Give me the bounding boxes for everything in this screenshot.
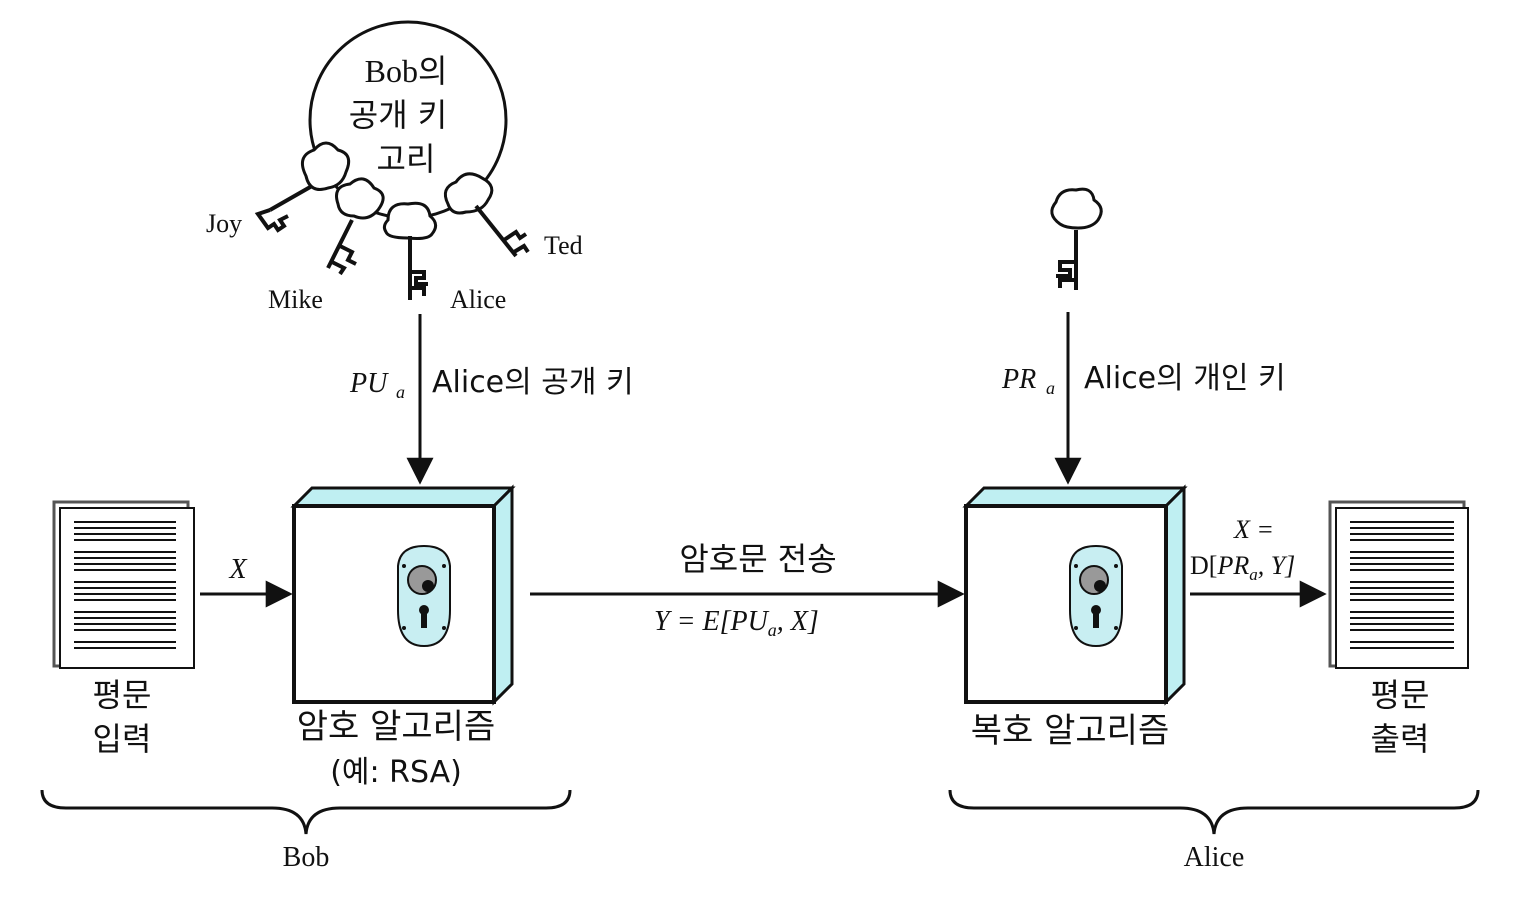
decrypt-label: 복호 알고리즘 — [971, 711, 1170, 751]
ring-key-ted-label: Ted — [544, 231, 583, 260]
svg-text:D[PRa, Y]: D[PRa, Y] — [1190, 551, 1295, 584]
alice-brace — [948, 789, 1480, 835]
private-key-icon — [1050, 187, 1103, 290]
ring-key-mike-label: Mike — [268, 285, 323, 314]
output-eq-prefix: D[ — [1190, 551, 1217, 580]
private-key-symbol: PR — [1001, 364, 1036, 395]
plaintext-output-line-2: 출력 — [1371, 720, 1430, 758]
mike-key-icon — [326, 177, 385, 276]
transmit-eq-prefix: Y = E[ — [654, 606, 732, 637]
joy-key-icon — [254, 141, 351, 233]
plaintext-input-document — [52, 500, 195, 669]
decrypt-box — [962, 484, 1188, 706]
transmit-eq-suffix: , X] — [777, 606, 819, 637]
transmit-label: 암호문 전송 — [679, 540, 836, 578]
ring-key-alice-label: Alice — [450, 285, 506, 314]
encrypt-sublabel: (예: RSA) — [330, 755, 462, 790]
ring-title-line-3: 고리 — [377, 140, 436, 178]
alice-ring-key-icon — [382, 201, 437, 300]
encrypt-box — [290, 484, 516, 706]
plaintext-output-document — [1328, 500, 1469, 669]
public-key-label: Alice의 공개 키 — [432, 365, 634, 400]
ring-title-line-1: Bob의 — [365, 53, 448, 89]
encrypt-lock-icon — [397, 544, 451, 648]
bob-brace — [40, 789, 572, 835]
public-key-subscript: a — [396, 382, 405, 402]
output-eq-line-1: X = — [1233, 515, 1274, 544]
decrypt-lock-icon — [1069, 544, 1123, 648]
private-key-label: Alice의 개인 키 — [1084, 361, 1286, 396]
transmit-eq-pu: PU — [729, 606, 769, 637]
plaintext-input-line-1: 평문 — [93, 676, 152, 714]
svg-text:Y = E[PUa, X]: Y = E[PUa, X] — [654, 606, 819, 640]
output-eq-sub: a — [1249, 565, 1258, 584]
plaintext-var: X — [228, 554, 247, 585]
encrypt-label: 암호 알고리즘 — [297, 707, 496, 747]
private-key-subscript: a — [1046, 378, 1055, 398]
alice-group-label: Alice — [1184, 842, 1245, 873]
ring-key-joy-label: Joy — [206, 209, 242, 238]
ted-key-icon — [443, 172, 530, 258]
bob-group-label: Bob — [283, 842, 330, 873]
plaintext-input-line-2: 입력 — [93, 720, 152, 758]
transmit-eq-sub: a — [768, 620, 777, 640]
public-key-symbol: PU — [349, 368, 389, 399]
output-eq-suffix: , Y] — [1258, 551, 1296, 580]
output-eq-pr: PR — [1216, 551, 1249, 580]
plaintext-output-line-1: 평문 — [1371, 676, 1430, 714]
ring-title-line-2: 공개 키 — [349, 96, 448, 134]
